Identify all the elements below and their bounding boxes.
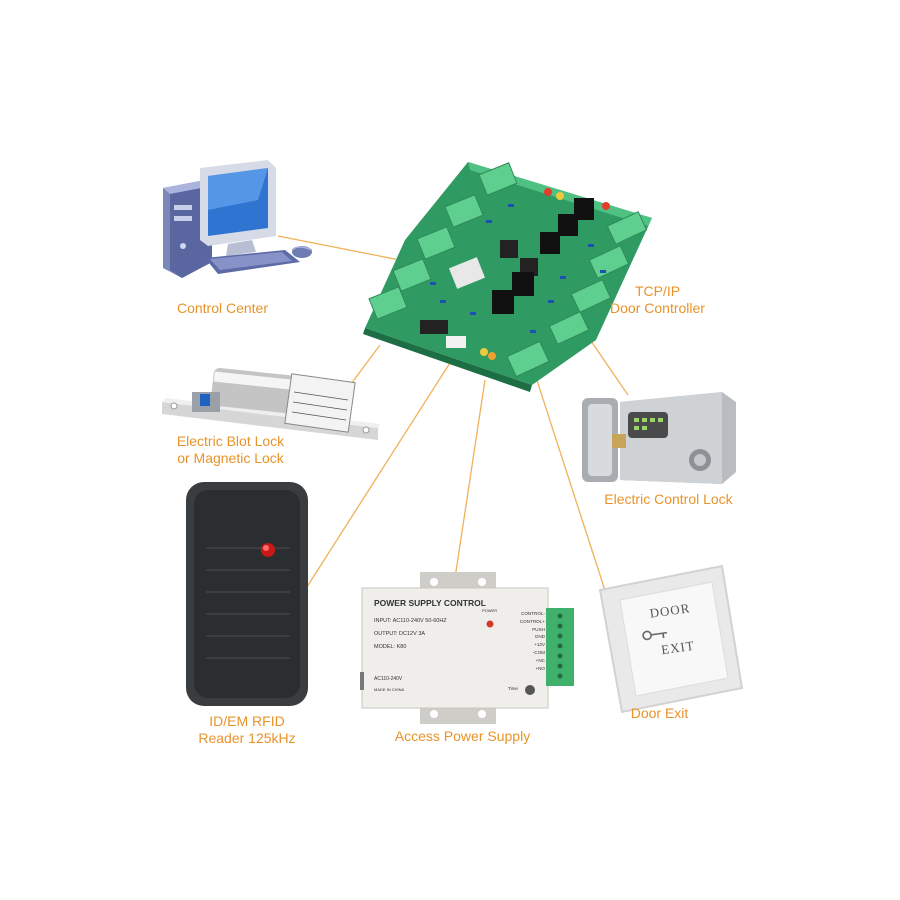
- terminal-label: CONTROL-: [521, 611, 545, 616]
- bolt-lock-label-line-1: Electric Blot Lock: [176, 433, 285, 449]
- power-panel-title: POWER SUPPLY CONTROL: [374, 598, 486, 608]
- terminal-label: +NC: [535, 657, 545, 663]
- power-time-label: Time: [508, 686, 518, 691]
- terminal-label: -COM: [532, 649, 545, 655]
- power-spec-model: MODEL: K80: [374, 644, 407, 650]
- terminal-label: CONTROL+: [519, 618, 545, 624]
- power-led-label: POWER: [482, 608, 498, 613]
- terminal-label: GND: [534, 634, 545, 640]
- rfid-reader-label-line-2: Reader 125kHz: [198, 730, 296, 746]
- connector-rfid-reader: [304, 354, 456, 591]
- bolt-lock-label: Electric Blot Lock or Magnetic Lock: [168, 433, 293, 467]
- terminal-label: +NO: [535, 665, 545, 671]
- door-exit-label: Door Exit: [612, 705, 707, 722]
- control-lock-label-text: Electric Control Lock: [604, 491, 733, 507]
- terminal-label: PUSH: [532, 626, 545, 632]
- terminal-label: +12V: [534, 642, 545, 648]
- power-ac-label: AC110-240V: [374, 676, 403, 682]
- power-made-in: MADE IN CHINA: [374, 687, 405, 692]
- control-lock-label: Electric Control Lock: [596, 491, 741, 508]
- connector-control-center: [277, 235, 411, 263]
- connector-power-supply: [454, 379, 486, 579]
- rfid-reader-label: ID/EM RFID Reader 125kHz: [182, 713, 312, 747]
- control-center-label-text: Control Center: [176, 300, 269, 316]
- door-exit-label-text: Door Exit: [630, 705, 689, 721]
- rfid-reader-label-line-1: ID/EM RFID: [209, 713, 285, 729]
- power-spec-output: OUTPUT: DC12V 3A: [374, 631, 426, 637]
- power-terminal-labels: CONTROL- CONTROL+ PUSH GND +12V -COM +NC…: [511, 610, 545, 672]
- bolt-lock-label-line-2: or Magnetic Lock: [177, 450, 284, 466]
- controller-label-line-2: Door Controller: [610, 300, 705, 316]
- controller-label: TCP/IP Door Controller: [600, 283, 715, 317]
- power-supply-panel: POWER SUPPLY CONTROL POWER INPUT: AC110-…: [374, 598, 545, 708]
- connector-door-exit: [531, 364, 613, 613]
- power-supply-label-text: Access Power Supply: [394, 728, 531, 744]
- power-supply-label: Access Power Supply: [385, 728, 540, 745]
- controller-label-line-1: TCP/IP: [634, 283, 681, 299]
- control-center-label: Control Center: [160, 300, 285, 317]
- power-spec-input: INPUT: AC110-240V 50-60HZ: [374, 618, 447, 624]
